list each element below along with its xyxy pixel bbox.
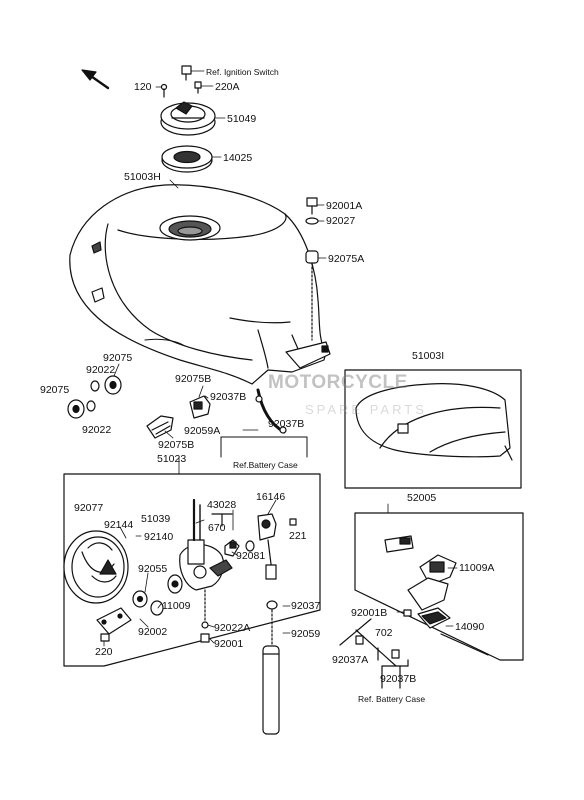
- valve-16146: [257, 513, 277, 580]
- label-92037: 92037: [291, 600, 321, 612]
- label-92022-lower: 92022: [82, 424, 112, 436]
- label-702: 702: [375, 627, 393, 639]
- oring-92055: [132, 590, 148, 608]
- label-221: 221: [289, 530, 307, 542]
- gasket-14025: [161, 145, 213, 173]
- label-11009a: 11009A: [459, 562, 495, 574]
- fuel-tap-body: [167, 498, 233, 594]
- bolt-92001: [200, 589, 210, 643]
- damper-92075b-lower: [146, 415, 174, 439]
- label-92075b-upper: 92075B: [175, 373, 212, 385]
- screw-220: [100, 633, 110, 642]
- bolt-120: [160, 83, 168, 98]
- label-51003h: 51003H: [124, 171, 161, 183]
- label-92059: 92059: [291, 628, 321, 640]
- label-16146: 16146: [256, 491, 286, 503]
- label-51023: 51023: [157, 453, 187, 465]
- label-92002: 92002: [138, 626, 168, 638]
- label-92001b: 92001B: [351, 607, 388, 619]
- label-43028: 43028: [207, 499, 237, 511]
- bracket-sheet: [384, 535, 414, 553]
- label-92059a: 92059A: [184, 425, 221, 437]
- label-92037b-upper: 92037B: [210, 391, 247, 403]
- screw-221: [289, 518, 297, 526]
- label-220a: 220A: [215, 81, 240, 93]
- label-ref-ignition-switch: Ref. Ignition Switch: [206, 67, 279, 77]
- ignition-switch-bolt: [181, 65, 192, 81]
- label-92140: 92140: [144, 531, 174, 543]
- label-92022-upper: 92022: [86, 364, 116, 376]
- hose-702: [339, 618, 489, 689]
- label-92081: 92081: [236, 550, 266, 562]
- label-11009: 11009: [162, 600, 191, 612]
- label-14090: 14090: [455, 621, 485, 633]
- label-92144: 92144: [104, 519, 134, 531]
- damper-92075-right: [90, 375, 122, 395]
- watermark-title: MOTORCYCLE: [268, 372, 408, 393]
- lever-43028: [211, 513, 240, 557]
- mount-bolt-stack: [305, 197, 319, 341]
- label-ref-battery-case-lower: Ref. Battery Case: [358, 694, 426, 704]
- label-220: 220: [95, 646, 113, 658]
- label-14025: 14025: [223, 152, 253, 164]
- front-direction-arrow: [81, 69, 110, 90]
- hose-92059: [262, 609, 280, 735]
- label-92027: 92027: [326, 215, 356, 227]
- breather-hose-92059a: [220, 388, 308, 458]
- filler-cap-51049: [160, 101, 216, 136]
- label-51003i: 51003I: [412, 350, 445, 362]
- label-92037b-lower: 92037B: [380, 673, 417, 685]
- watermark-subtitle: SPARE PARTS: [305, 402, 427, 417]
- label-92077: 92077: [74, 502, 104, 514]
- washer-92081: [245, 540, 255, 552]
- leader-lines: [103, 70, 458, 647]
- label-92055: 92055: [138, 563, 168, 575]
- label-670: 670: [208, 522, 226, 534]
- label-92075a: 92075A: [328, 253, 365, 265]
- label-92037a: 92037A: [332, 654, 369, 666]
- label-ref-battery-case-upper: Ref.Battery Case: [233, 460, 298, 470]
- label-92001a: 92001A: [326, 200, 363, 212]
- label-92001: 92001: [214, 638, 244, 650]
- pump-body: [403, 577, 451, 629]
- fuel-pump-group-box: [354, 512, 524, 661]
- tank-side-view-box: [344, 369, 522, 489]
- label-92022a: 92022A: [214, 622, 251, 634]
- label-52005: 52005: [407, 492, 437, 504]
- gasket-11009: [150, 600, 164, 616]
- damper-92075b-upper: [189, 395, 211, 419]
- label-51039: 51039: [141, 513, 171, 525]
- label-120: 120: [134, 81, 152, 93]
- label-92075-upper: 92075: [103, 352, 133, 364]
- cover-92077: [63, 530, 129, 604]
- plate-92002: [96, 607, 132, 635]
- label-92075b-lower: 92075B: [158, 439, 195, 451]
- label-51049: 51049: [227, 113, 257, 125]
- clip-92037: [266, 600, 278, 610]
- label-92037b-middle: 92037B: [268, 418, 305, 430]
- fuel-tank-51003h: [69, 184, 331, 385]
- damper-92075-left: [67, 399, 96, 419]
- screw-220a: [194, 81, 202, 94]
- label-92075-lower: 92075: [40, 384, 70, 396]
- fuel-tap-group-box: [63, 473, 321, 667]
